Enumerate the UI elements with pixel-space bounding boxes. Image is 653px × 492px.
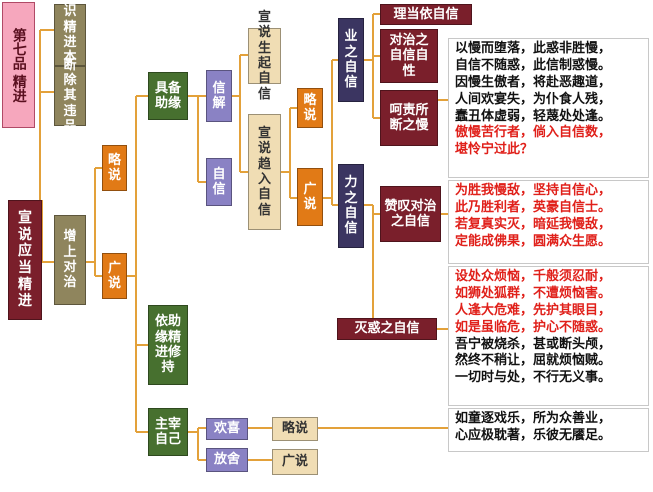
verse-line: 蠢丑体虚弱，轻蔑处处逢。 bbox=[455, 108, 612, 124]
chapter-title: 第七品 精进 bbox=[2, 2, 35, 128]
node-practice: 依助缘精进修持 bbox=[148, 305, 188, 385]
verse-box-afflictions: 设处众烦恼，千般须忍耐， 如狮处狐群，不遭烦恼害。 人逢大危难，先护其眼目， 如… bbox=[448, 266, 649, 406]
verse-line: 人间欢宴失，为仆食人残， bbox=[455, 91, 612, 107]
node-praise-antidote: 赞叹对治之自信 bbox=[380, 186, 441, 242]
node-brief: 略说 bbox=[102, 145, 127, 191]
node-rebuke-pride: 呵责所断之慢 bbox=[380, 90, 438, 146]
node-joy: 欢喜 bbox=[206, 418, 248, 440]
verse-line-red: 如狮处狐群，不遭烦恼害。 bbox=[455, 285, 612, 301]
node-enhance-antidote: 增上对治 bbox=[54, 215, 86, 305]
node-recognize-essence: 认识精进本体 bbox=[54, 0, 86, 81]
node-conditions: 具备助缘 bbox=[148, 72, 188, 120]
verse-line: 以慢而堕落，此惑非胜慢， bbox=[455, 41, 612, 56]
verse-line-red: 设处众烦恼，千般须忍耐， bbox=[455, 269, 612, 284]
node-self-confidence: 自信 bbox=[206, 158, 232, 206]
verse-line-red: 傲慢苦行者，倘入自信数， bbox=[455, 125, 612, 141]
node-eliminate-opposites: 断除其违品 bbox=[54, 58, 86, 134]
verse-line-red: 此乃胜利者，英豪自信士。 bbox=[455, 199, 612, 215]
verse-line-red: 堪怜宁过此？ bbox=[455, 142, 534, 158]
node-detailed-relinquish: 广说 bbox=[272, 449, 318, 475]
verse-line: 如童逐戏乐，所为众善业， bbox=[455, 411, 612, 426]
node-brief-enter: 略说 bbox=[297, 88, 323, 128]
node-detailed-enter: 广说 bbox=[297, 168, 323, 226]
verse-line-red: 定能成佛果，圆满众生愿。 bbox=[455, 233, 612, 249]
verse-line: 吾宁被烧杀，甚或断头颅， bbox=[455, 336, 612, 352]
verse-line-red: 为胜我慢敌，坚持自信心， bbox=[455, 183, 612, 198]
verse-line-red: 若复真实灭，暗延我慢敌， bbox=[455, 216, 612, 232]
node-antidote-nature: 对治之自信自性 bbox=[380, 29, 438, 83]
root-node: 宣说应当精进 bbox=[8, 200, 42, 320]
node-should-rely: 理当依自信 bbox=[380, 4, 472, 25]
verse-box-pride: 以慢而堕落，此惑非胜慢， 自信不随惑，此信制惑慢。 因慢生傲者，将赴恶趣道， 人… bbox=[448, 38, 649, 178]
verse-line-red: 如是虽临危，护心不随惑。 bbox=[455, 319, 612, 335]
node-faith-understanding: 信解 bbox=[206, 70, 232, 122]
node-destroy-afflictions: 灭惑之自信 bbox=[337, 318, 437, 340]
verse-line-red: 人逢大危难，先护其眼目， bbox=[455, 302, 612, 318]
node-enter-confidence: 宣说趋入自信 bbox=[248, 114, 281, 230]
node-brief-joy: 略说 bbox=[272, 417, 318, 441]
verse-line: 心应极耽著，乐彼无餍足。 bbox=[455, 427, 612, 443]
verse-line: 然终不稍让，屈就烦恼贼。 bbox=[455, 353, 612, 369]
verse-line: 因慢生傲者，将赴恶趣道， bbox=[455, 74, 612, 90]
node-detailed: 广说 bbox=[102, 253, 127, 299]
node-power-confidence: 力之自信 bbox=[338, 164, 364, 248]
node-karma-confidence: 业之自信 bbox=[338, 18, 364, 102]
verse-box-praise: 为胜我慢敌，坚持自信心， 此乃胜利者，英豪自信士。 若复真实灭，暗延我慢敌， 定… bbox=[448, 180, 649, 264]
verse-line: 自信不随惑，此信制惑慢。 bbox=[455, 57, 612, 73]
node-relinquish: 放舍 bbox=[206, 448, 248, 472]
verse-box-joy: 如童逐戏乐，所为众善业， 心应极耽著，乐彼无餍足。 bbox=[448, 408, 649, 452]
verse-line: 一切时与处，不行无义事。 bbox=[455, 370, 612, 386]
node-generate-confidence: 宣说生起自信 bbox=[248, 10, 281, 102]
node-self-mastery: 主宰自己 bbox=[148, 408, 188, 456]
